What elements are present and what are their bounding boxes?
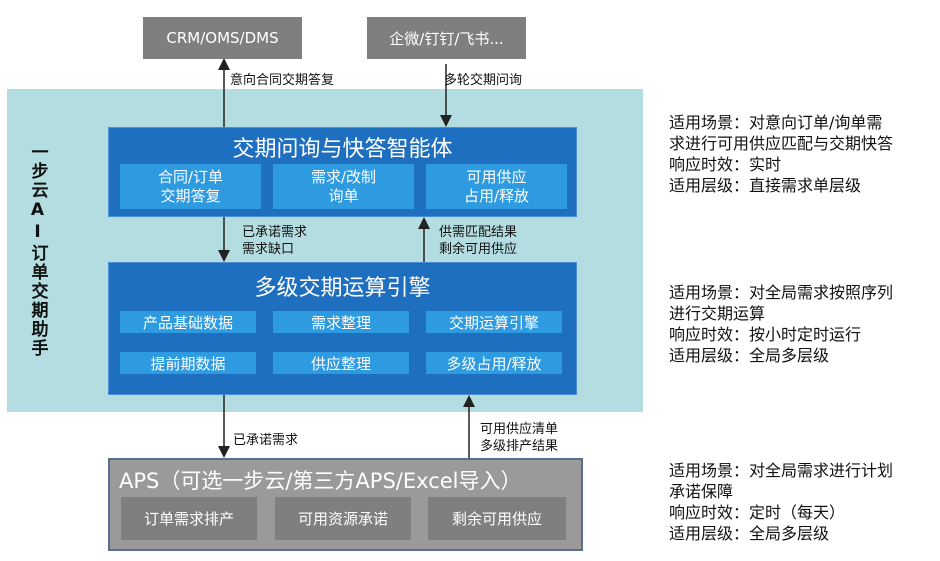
engine-cell: 提前期数据	[120, 352, 256, 374]
aps-cell: 可用资源承诺	[275, 497, 411, 540]
engine-cell: 交期运算引擎	[426, 311, 562, 333]
agent-cell-demand-inquiry: 需求/改制询单	[273, 164, 414, 209]
label-intent-reply: 意向合同交期答复	[230, 73, 335, 88]
note-line: 响应时效：实时	[669, 155, 782, 174]
engine-title: 多级交期运算引擎	[254, 276, 431, 301]
agent-cell-contract-reply: 合同/订单交期答复	[120, 164, 261, 209]
delivery-inquiry-agent-box: 交期问询与快答智能体 合同/订单交期答复 需求/改制询单 可用供应占用/释放	[108, 127, 577, 217]
agent-cell-text: 可用供应	[466, 167, 527, 186]
label-line: 剩余可用供应	[439, 242, 518, 257]
label-committed-demand: 已承诺需求 需求缺口	[242, 224, 307, 258]
agent-cell-text: 询单	[328, 186, 359, 205]
agent-title: 交期问询与快答智能体	[232, 137, 453, 162]
note-line: 响应时效：按小时定时运行	[669, 325, 862, 344]
label-line: 多级排产结果	[480, 439, 559, 454]
agent-cell-supply-allocation: 可用供应占用/释放	[426, 164, 567, 209]
agent-cell-text: 交期答复	[160, 186, 221, 205]
agent-cell-text: 合同/订单	[157, 167, 224, 186]
aps-box: APS（可选一步云/第三方APS/Excel导入） 订单需求排产 可用资源承诺 …	[108, 458, 583, 551]
aps-cell: 订单需求排产	[121, 497, 257, 540]
agent-cell-text: 需求/改制	[310, 167, 377, 186]
note-line: 承诺保障	[669, 482, 734, 501]
label-committed-to-aps: 已承诺需求	[233, 433, 299, 448]
note-agent: 适用场景：对意向订单/询单需 求进行可用供应匹配与交期快答 响应时效：实时 适用…	[669, 112, 893, 196]
label-line: 可用供应清单	[480, 422, 559, 437]
note-line: 适用层级：直接需求单层级	[669, 176, 862, 195]
note-line: 响应时效：定时（每天）	[669, 503, 846, 522]
aps-cell: 剩余可用供应	[428, 497, 566, 540]
label-line: 供需匹配结果	[439, 225, 518, 240]
label-from-aps: 可用供应清单 多级排产结果	[480, 421, 558, 455]
engine-cell: 产品基础数据	[120, 311, 256, 333]
note-line: 适用层级：全局多层级	[669, 346, 830, 365]
note-line: 适用场景：对意向订单/询单需	[669, 113, 883, 132]
engine-cell: 需求整理	[273, 311, 409, 333]
aps-title: APS（可选一步云/第三方APS/Excel导入）	[119, 469, 522, 493]
note-line: 适用场景：对全局需求按照序列	[669, 283, 894, 302]
im-platform-box: 企微/钉钉/飞书...	[367, 17, 526, 59]
label-line: 已承诺需求	[242, 225, 308, 240]
note-line: 求进行可用供应匹配与交期快答	[669, 134, 894, 153]
note-line: 进行交期运算	[669, 304, 766, 323]
engine-cell: 多级占用/释放	[426, 352, 562, 374]
label-line: 需求缺口	[242, 242, 295, 257]
agent-cell-text: 占用/释放	[463, 186, 530, 205]
label-matching-result: 供需匹配结果 剩余可用供应	[439, 224, 517, 258]
engine-cell: 供应整理	[273, 352, 409, 374]
note-aps: 适用场景：对全局需求进行计划 承诺保障 响应时效：定时（每天） 适用层级：全局多…	[669, 460, 893, 544]
crm-oms-dms-label: CRM/OMS/DMS	[166, 29, 279, 47]
crm-oms-dms-box: CRM/OMS/DMS	[143, 17, 302, 59]
note-line: 适用场景：对全局需求进行计划	[669, 461, 894, 480]
multi-level-engine-box: 多级交期运算引擎 产品基础数据 需求整理 交期运算引擎 提前期数据 供应整理 多…	[108, 262, 577, 395]
im-platform-label: 企微/钉钉/飞书...	[389, 29, 504, 48]
label-multi-round: 多轮交期问询	[444, 73, 523, 88]
note-engine: 适用场景：对全局需求按照序列 进行交期运算 响应时效：按小时定时运行 适用层级：…	[669, 282, 893, 366]
note-line: 适用层级：全局多层级	[669, 524, 830, 543]
assistant-vertical-title: 一步云AI订单交期助手	[27, 142, 48, 358]
